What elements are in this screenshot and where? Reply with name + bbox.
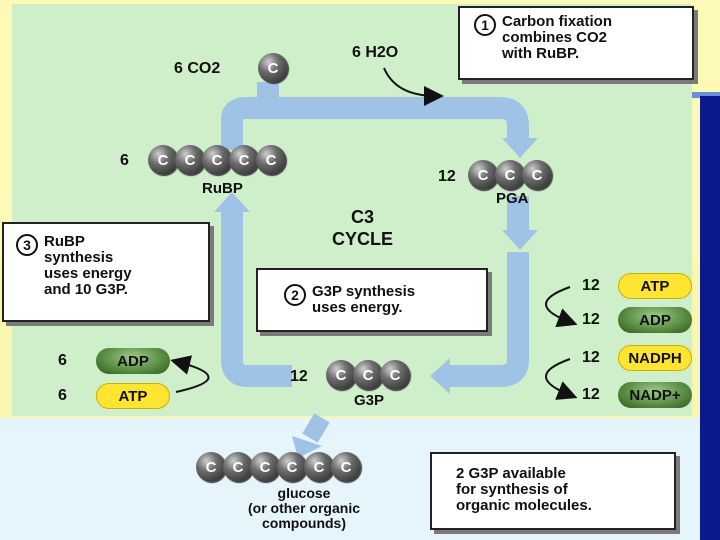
step3-text: RuBP synthesis uses energy and 10 G3P. [44,233,132,298]
carbon-atom: C [353,360,383,390]
step3-box: 3 RuBP synthesis uses energy and 10 G3P. [2,222,210,322]
energy-left-count: 6 [58,387,67,404]
nadph-nadp-arrow [545,358,578,400]
carbon-atom: C [331,452,361,482]
atp-pill: ATP [96,383,170,409]
cycle-arrowhead-left [214,192,250,212]
g3p-count: 12 [290,368,308,385]
cycle-arrowhead-top [502,138,538,158]
h2o-label: 6 H2O [352,44,399,61]
co2-label: 6 CO2 [174,60,221,77]
energy-right-count: 12 [582,277,600,294]
carbon-atom: C [223,452,253,482]
nadp-plus-pill: NADP+ [618,382,692,408]
cycle-arrow-top [221,97,529,150]
rubp-name: RuBP [202,180,243,197]
carbon-atom: C [256,145,286,175]
co2-molecule: C [258,53,288,83]
g3p-name: G3P [354,392,385,409]
step2-box: 2 G3P synthesis uses energy. [256,268,488,332]
atp-pill: ATP [618,273,692,299]
pga-count: 12 [438,168,456,185]
nadph-pill: NADPH [618,345,692,371]
step2-text: G3P synthesis uses energy. [312,283,416,316]
cycle-label-c3: C3 [351,207,375,227]
energy-right-count: 12 [582,349,600,366]
edge-bar [700,96,720,540]
energy-left-count: 6 [58,352,67,369]
carbon-atom: C [258,53,288,83]
pga-name: PGA [496,190,529,207]
energy-right-count: 12 [582,386,600,403]
adp-pill: ADP [96,348,170,374]
carbon-atom: C [196,452,226,482]
cycle-label: C3 CYCLE [332,206,393,250]
energy-right-count: 12 [582,311,600,328]
carbon-atom: C [202,145,232,175]
cycle-label-cycle: CYCLE [332,229,394,249]
carbon-atom: C [326,360,356,390]
carbon-atom: C [380,360,410,390]
output-box: 2 G3P available for synthesis of organic… [430,452,676,530]
step3-number: 3 [16,234,38,256]
carbon-atom: C [277,452,307,482]
atp-adp-arrow [545,286,578,328]
glucose-output-arrowhead [292,436,322,458]
left-energy-arrow [170,355,210,393]
carbon-atom: C [468,160,498,190]
carbon-atom: C [304,452,334,482]
glucose-output-arrow [302,413,330,443]
cycle-arrow-right-lower [448,252,529,387]
glucose-name: glucose (or other organic compounds) [247,485,360,531]
step2-number: 2 [284,284,306,306]
rubp-count: 6 [120,152,129,169]
h2o-arrow [383,67,444,106]
step1-text: Carbon fixation combines CO2 with RuBP. [502,13,613,62]
cycle-arrow-left [221,210,292,387]
cycle-arrowhead-right-1 [502,230,538,250]
carbon-atom: C [229,145,259,175]
step1-number: 1 [474,14,496,36]
cycle-arrowhead-bottom [430,358,450,394]
carbon-atom: C [495,160,525,190]
adp-pill: ADP [618,307,692,333]
carbon-atom: C [522,160,552,190]
carbon-atom: C [250,452,280,482]
carbon-atom: C [148,145,178,175]
step1-box: 1 Carbon fixation combines CO2 with RuBP. [458,6,694,80]
edge-accent [692,92,720,98]
output-text: 2 G3P available for synthesis of organic… [456,465,592,514]
carbon-atom: C [175,145,205,175]
